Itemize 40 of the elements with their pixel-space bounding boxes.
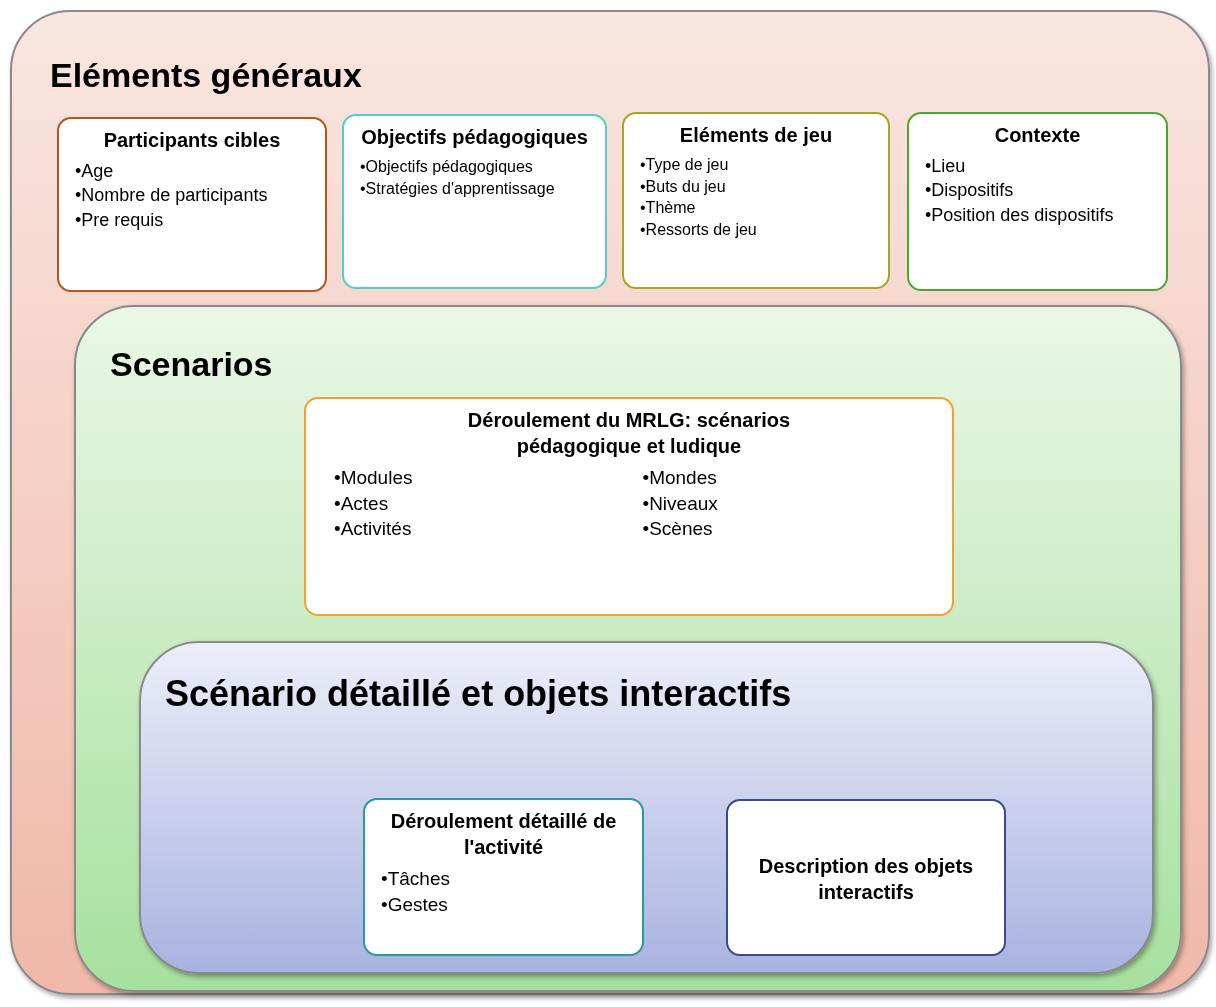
list-item: •Lieu: [925, 155, 967, 178]
list-item: •Scènes: [642, 517, 714, 542]
group-panel: [74, 305, 1182, 992]
list-item: •Mondes: [642, 466, 718, 490]
box-title: Participants cibles: [102, 128, 282, 153]
list-item: •Type de jeu: [640, 155, 730, 175]
content-box: [726, 799, 1006, 956]
list-item: •Objectifs pédagogiques: [360, 157, 534, 177]
box-title: Déroulement du MRLG: scénarios pédagogique et ludique: [466, 408, 792, 459]
list-item: •Stratégies d'apprentissage: [360, 178, 556, 199]
group-panel: [139, 641, 1154, 974]
content-box: [907, 112, 1168, 291]
box-title: Eléments de jeu: [678, 123, 834, 148]
list-item: •Nombre de participants: [75, 184, 269, 208]
box-title: Objectifs pédagogiques: [360, 125, 589, 150]
box-title: Description des objets interactifs: [757, 853, 975, 905]
list-item: •Activités: [334, 517, 413, 542]
content-box: [363, 798, 644, 956]
group-panel: [10, 10, 1210, 995]
list-item: •Gestes: [381, 892, 449, 917]
list-item: •Ressorts de jeu: [640, 219, 758, 240]
group-title: Scénario détaillé et objets interactifs: [165, 673, 792, 715]
content-box: [622, 112, 890, 289]
list-item: •Modules: [334, 466, 414, 490]
box-title: Contexte: [993, 123, 1082, 148]
list-item: •Dispositifs: [925, 179, 1015, 203]
group-title: Scenarios: [110, 345, 273, 384]
list-item: •Position des dispositifs: [925, 203, 1115, 227]
list-item: •Niveaux: [642, 491, 719, 516]
list-item: •Thème: [640, 198, 697, 219]
content-box: [304, 397, 954, 616]
list-item: •Pre requis: [75, 208, 165, 232]
list-item: •Buts du jeu: [640, 176, 727, 197]
box-title: Déroulement détaillé de l'activité: [389, 809, 618, 860]
group-title: Eléments généraux: [50, 56, 362, 95]
list-item: •Tâches: [381, 867, 451, 891]
content-box: [57, 117, 327, 292]
content-box: [342, 114, 607, 289]
list-item: •Age: [75, 160, 115, 183]
list-item: •Actes: [334, 491, 390, 516]
